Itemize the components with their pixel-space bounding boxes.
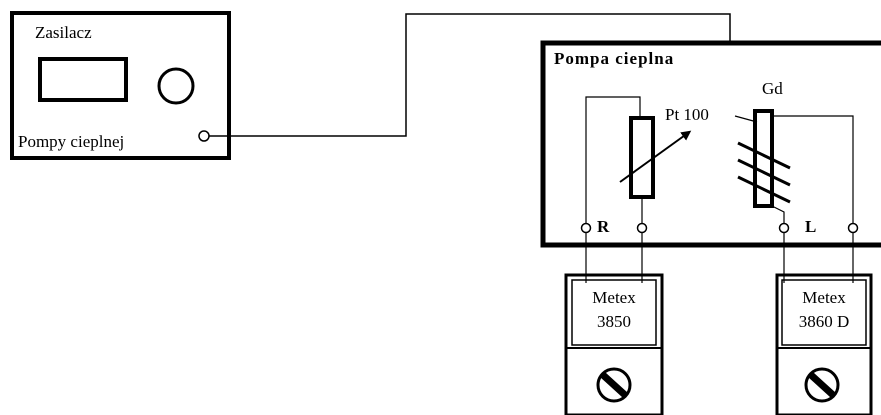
meter-right: Metex 3860 D bbox=[775, 273, 873, 415]
pt100-variable-arrow bbox=[619, 130, 692, 183]
gd-wire-right bbox=[772, 115, 854, 224]
gd-wire-left bbox=[771, 205, 785, 224]
meter-left-dial-pointer bbox=[600, 372, 628, 398]
power-supply-output-terminal bbox=[198, 130, 210, 142]
pt100-wire-left bbox=[585, 96, 641, 224]
meter-right-dial-pointer bbox=[808, 372, 836, 398]
heat-pump-title: Pompa cieplna bbox=[554, 49, 674, 68]
meter-right-body bbox=[775, 273, 873, 415]
gd-label: Gd bbox=[762, 79, 783, 98]
terminal-l-2 bbox=[847, 222, 859, 234]
gd-coil-windings bbox=[737, 141, 791, 204]
meter-left-model-line1: Metex bbox=[592, 288, 636, 307]
meter-right-model-line1: Metex bbox=[802, 288, 846, 307]
meter-left-body bbox=[564, 273, 664, 415]
power-supply-knob bbox=[157, 67, 195, 105]
gd-winding-3 bbox=[737, 175, 791, 204]
power-supply-box bbox=[10, 11, 231, 160]
terminal-l bbox=[778, 222, 790, 234]
terminal-r bbox=[580, 222, 592, 234]
pt100-resistor bbox=[629, 116, 655, 199]
power-cable bbox=[209, 13, 731, 137]
power-supply-display bbox=[38, 57, 128, 102]
terminal-r-label: R bbox=[597, 217, 610, 236]
power-supply-title: Zasilacz bbox=[35, 23, 92, 42]
terminal-l-label: L bbox=[805, 217, 816, 236]
meter-left-display bbox=[571, 279, 657, 346]
gd-winding-1 bbox=[737, 141, 791, 170]
meter-left-model-line2: 3850 bbox=[597, 312, 631, 331]
power-supply-unit: Zasilacz Pompy cieplnej bbox=[10, 11, 231, 160]
heat-pump-unit: Pompa cieplna Pt 100 Gd R L bbox=[540, 40, 881, 248]
pt100-label: Pt 100 bbox=[665, 105, 709, 124]
heat-pump-box bbox=[540, 40, 881, 248]
meter-right-display bbox=[781, 279, 867, 346]
gd-winding-2 bbox=[737, 158, 791, 187]
meter-left: Metex 3850 bbox=[564, 273, 664, 415]
power-supply-caption: Pompy cieplnej bbox=[18, 132, 124, 151]
meter-right-model-line2: 3860 D bbox=[799, 312, 850, 331]
terminal-r-2 bbox=[636, 222, 648, 234]
